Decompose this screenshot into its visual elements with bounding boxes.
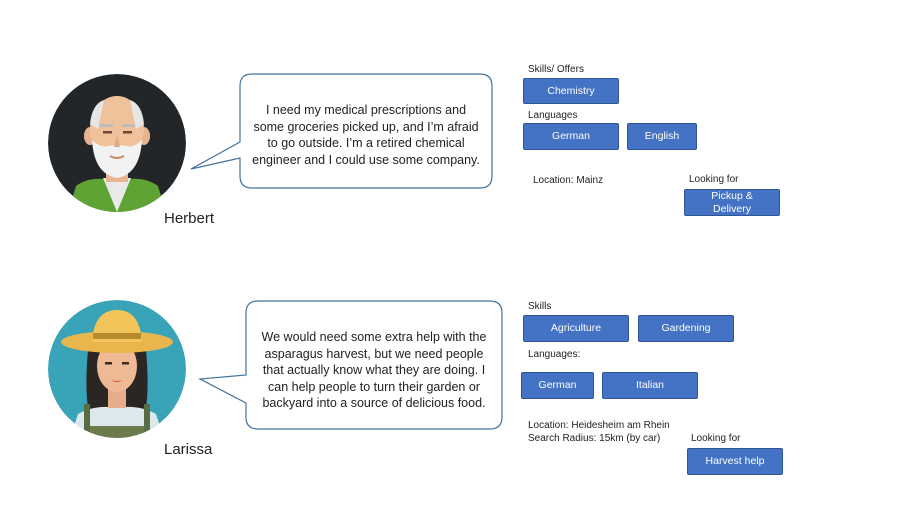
herbert-avatar bbox=[48, 74, 186, 212]
looking-for-tag-pickup-delivery[interactable]: Pickup & Delivery bbox=[684, 189, 780, 216]
language-tag-italian[interactable]: Italian bbox=[602, 372, 698, 399]
persona-name: Larissa bbox=[164, 441, 213, 458]
speech-bubble bbox=[190, 73, 493, 189]
looking-for-label: Looking for bbox=[689, 174, 739, 185]
persona-quote: I need my medical prescriptions and some… bbox=[252, 103, 480, 167]
language-tag-german[interactable]: German bbox=[521, 372, 594, 399]
persona-name: Herbert bbox=[164, 210, 215, 227]
skills-label: Skills/ Offers bbox=[528, 64, 584, 75]
languages-label: Languages bbox=[528, 110, 578, 121]
location-text: Location: Mainz bbox=[533, 175, 604, 186]
elderly-man-avatar-icon bbox=[48, 74, 186, 212]
skills-label: Skills bbox=[528, 301, 552, 312]
farmer-woman-avatar-icon bbox=[48, 300, 186, 438]
speech-bubble bbox=[197, 300, 503, 430]
language-tag-german[interactable]: German bbox=[523, 123, 619, 150]
languages-label: Languages: bbox=[528, 349, 581, 360]
language-tag-english[interactable]: English bbox=[627, 123, 697, 150]
looking-for-label: Looking for bbox=[691, 433, 741, 444]
persona-quote: We would need some extra help with the a… bbox=[261, 330, 487, 410]
search-radius-text: Search Radius: 15km (by car) bbox=[528, 433, 661, 444]
skill-tag-agriculture[interactable]: Agriculture bbox=[523, 315, 629, 342]
skill-tag-chemistry[interactable]: Chemistry bbox=[523, 78, 619, 104]
location-text: Location: Heidesheim am Rhein bbox=[528, 420, 670, 431]
looking-for-tag-harvest-help[interactable]: Harvest help bbox=[687, 448, 783, 475]
larissa-avatar bbox=[48, 300, 186, 438]
skill-tag-gardening[interactable]: Gardening bbox=[638, 315, 734, 342]
